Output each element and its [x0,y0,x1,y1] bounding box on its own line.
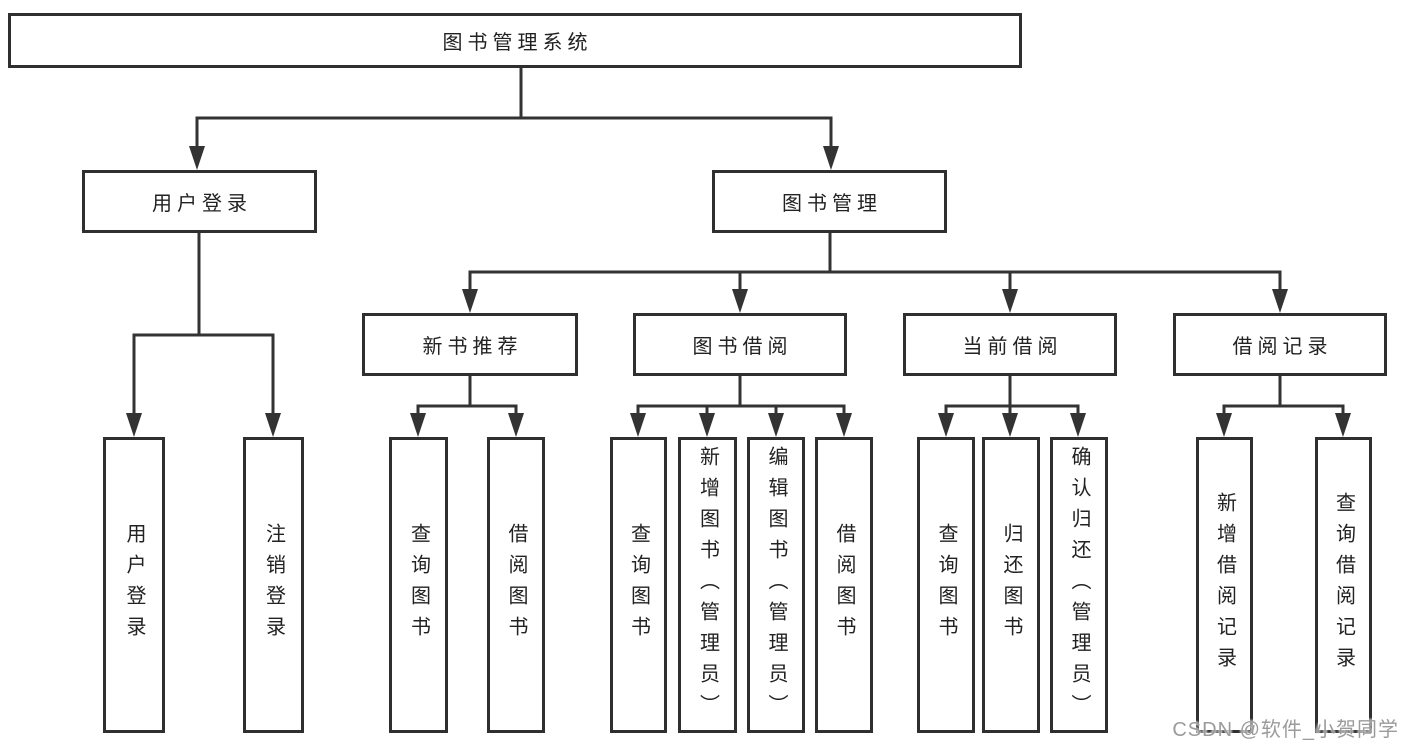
leaf-borrow-book: 借阅图书 [487,437,545,733]
csdn-watermark: CSDN @软件_小贺同学 [1172,719,1399,741]
connector-recommend-rail [416,404,518,414]
leaf-add-borrow-record: 新增借阅记录 [1196,437,1253,733]
leaf-confirm-return-admin: 确认归还（管理员） [1050,437,1108,733]
arrowhead [410,413,426,437]
arrowhead [1216,413,1232,437]
arrowhead [732,289,748,313]
node-book-management: 图书管理 [712,170,947,233]
leaf-label: 编辑图书（管理员） [765,445,787,725]
leaf-label: 注销登录 [262,523,285,647]
leaf-label: 归还图书 [1000,523,1022,647]
arrowhead [823,146,839,170]
connector-borrow-rail [636,404,846,414]
arrowhead [768,413,784,437]
arrowhead [1002,289,1018,313]
arrowhead [1335,413,1351,437]
arrowhead [699,413,715,437]
connector-records-rail [1222,404,1345,414]
leaf-add-book-admin: 新增图书（管理员） [678,437,737,733]
leaf-label: 查询图书 [627,523,650,647]
leaf-label: 借阅图书 [505,523,527,647]
node-system-root: 图书管理系统 [8,13,1022,68]
leaf-user-login: 用户登录 [103,437,165,733]
leaf-edit-book-admin: 编辑图书（管理员） [747,437,805,733]
leaf-query-book: 查询图书 [917,437,975,733]
node-borrow-records: 借阅记录 [1173,313,1387,376]
connector-current-rail [944,404,1080,414]
arrowhead [126,413,142,437]
leaf-label: 新增图书（管理员） [696,445,719,725]
node-user-login: 用户登录 [82,170,317,233]
node-current-borrow: 当前借阅 [903,313,1117,376]
arrowhead [265,413,281,437]
leaf-label: 用户登录 [123,523,145,647]
connector-userlogin-rail [132,333,275,414]
arrowhead [508,413,524,437]
arrowhead [1070,413,1086,437]
leaf-label: 查询图书 [407,523,430,647]
leaf-label: 新增借阅记录 [1213,492,1236,678]
leaf-label: 确认归还（管理员） [1068,445,1090,725]
arrowhead [630,413,646,437]
arrowhead [1272,289,1288,313]
arrowhead [189,146,205,170]
leaf-borrow-book: 借阅图书 [815,437,873,733]
leaf-query-book: 查询图书 [389,437,448,733]
leaf-query-borrow-record: 查询借阅记录 [1315,437,1372,733]
leaf-label: 借阅图书 [833,523,855,647]
arrowhead [938,413,954,437]
arrowhead [462,289,478,313]
arrowhead [1002,413,1018,437]
leaf-logout: 注销登录 [243,437,304,733]
leaf-label: 查询图书 [935,523,957,647]
leaf-label: 查询借阅记录 [1332,492,1355,678]
arrowhead [836,413,852,437]
connector-level3-rail [468,270,1282,290]
arrowheads [126,146,1351,437]
connector-level2-rail [195,116,833,150]
node-new-book-recommend: 新书推荐 [362,313,578,376]
node-book-borrow: 图书借阅 [633,313,847,376]
leaf-return-book: 归还图书 [982,437,1040,733]
leaf-query-book: 查询图书 [610,437,667,733]
